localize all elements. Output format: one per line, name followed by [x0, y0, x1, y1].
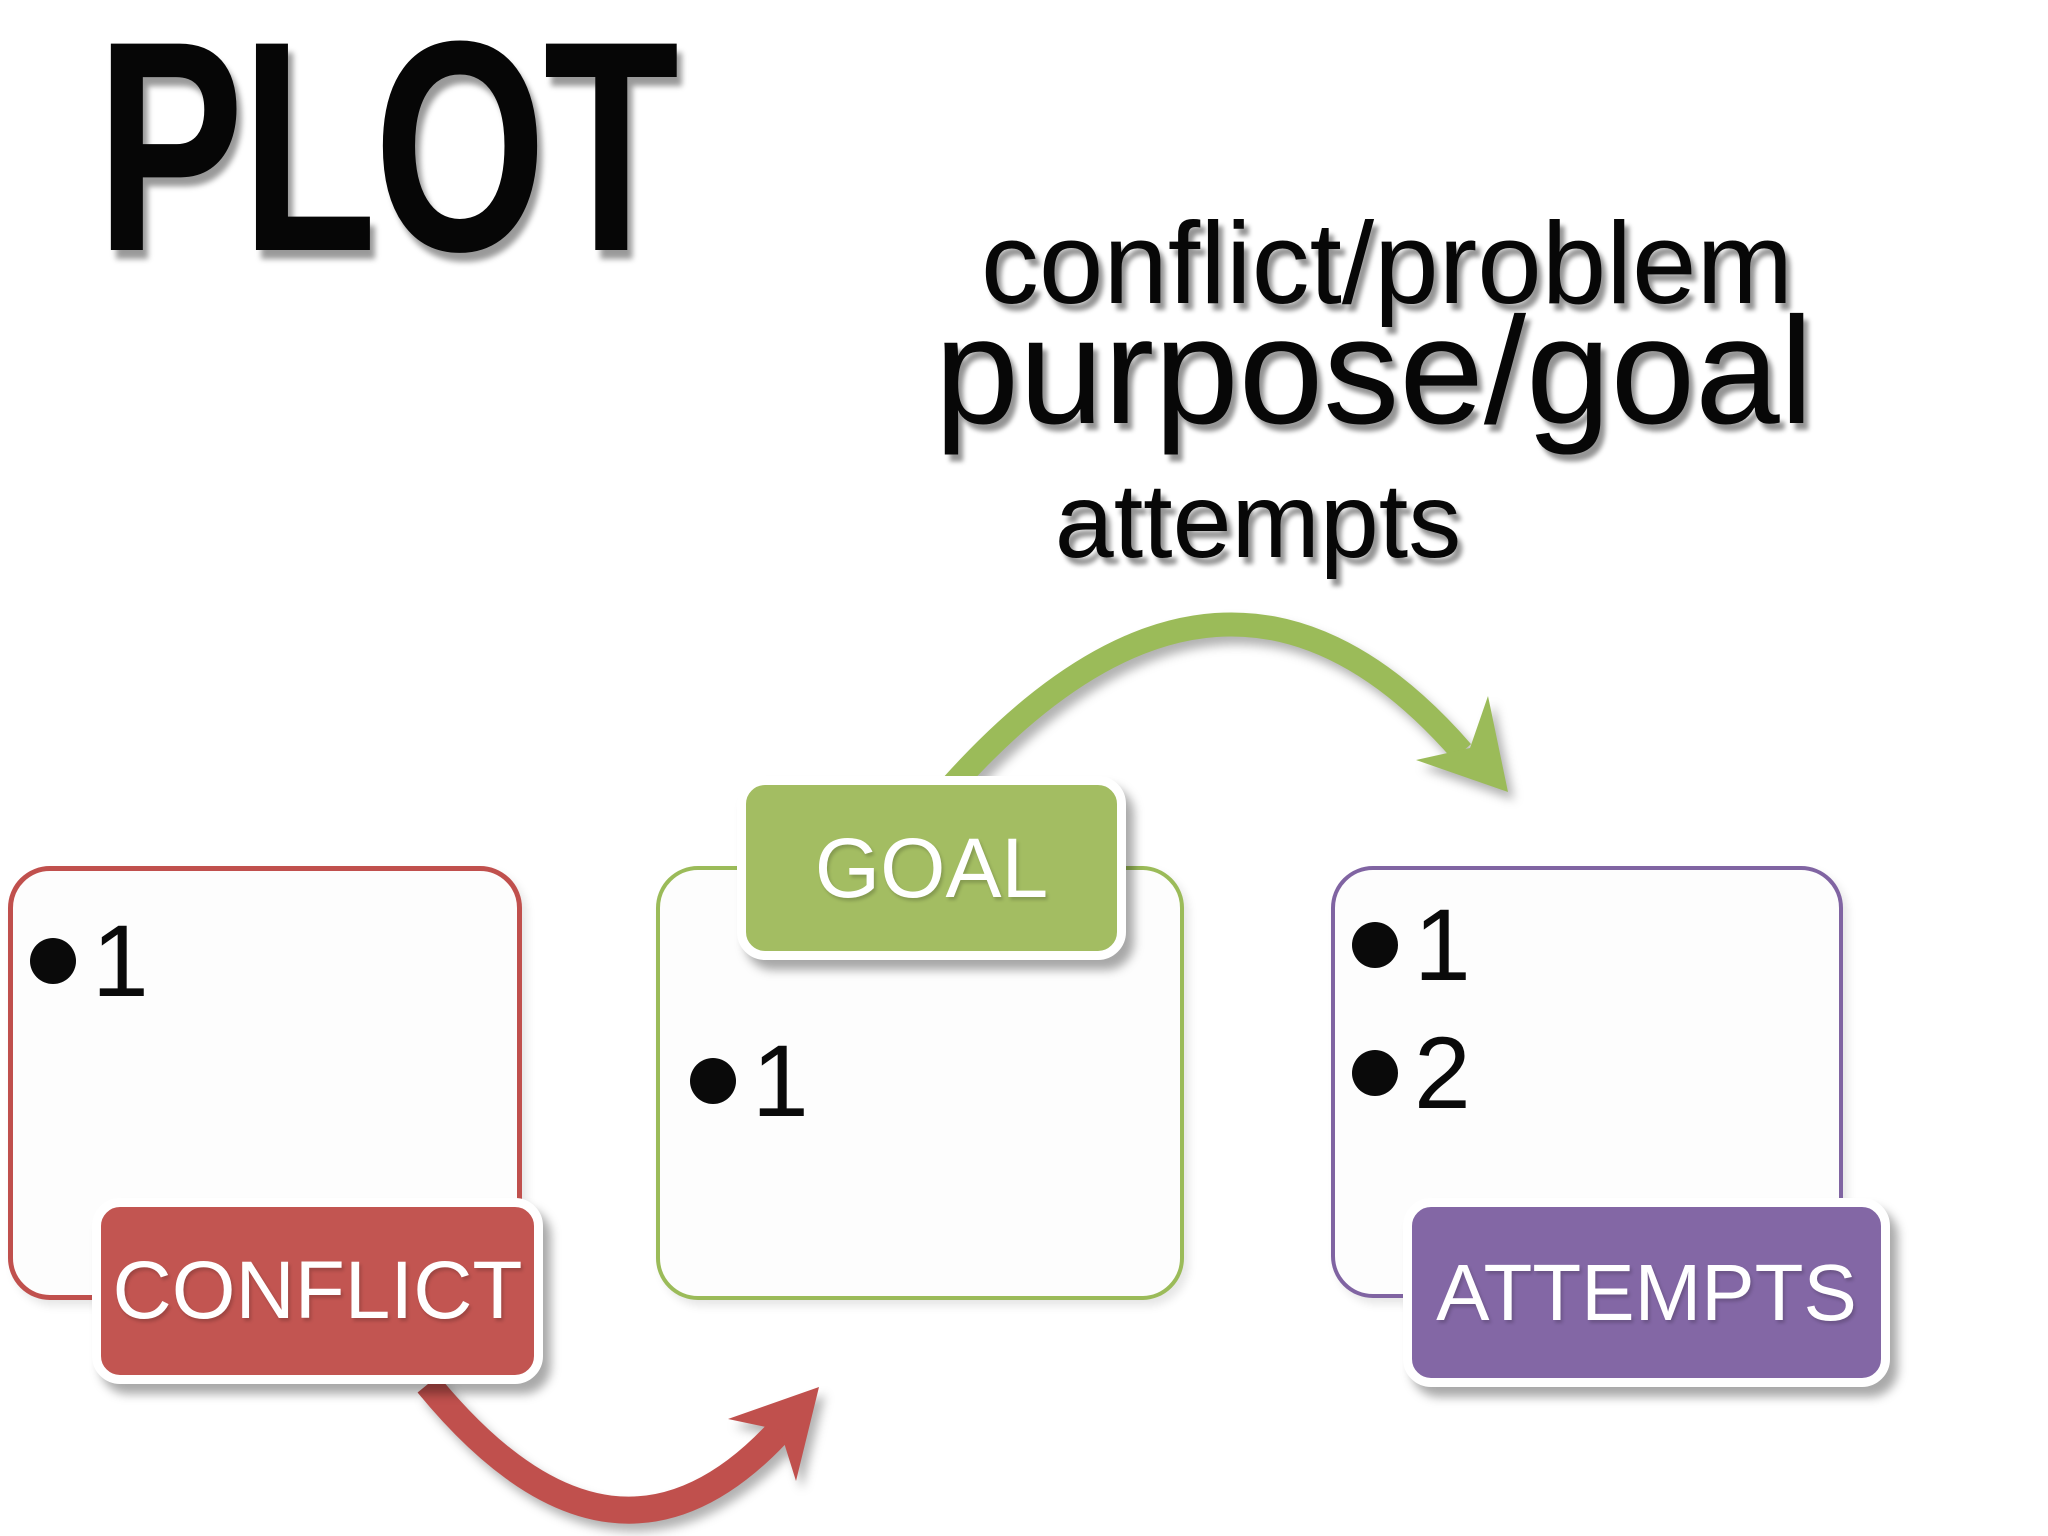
goal-to-attempts-arrow-shaft: [941, 612, 1472, 796]
bullet-text: 1: [1414, 888, 1471, 1002]
list-item: 2: [1352, 1016, 1471, 1130]
goal-to-attempts-arrow: [941, 612, 1508, 796]
annotation-attempts: attempts: [1054, 462, 1462, 580]
bullet-icon: [1352, 922, 1398, 969]
annotation-conflict-problem: conflict/problem: [980, 198, 1794, 328]
attempts-bullet-list: 1 2: [1352, 888, 1471, 1144]
list-item: 1: [690, 1024, 809, 1138]
goal-bullet-list: 1: [690, 1024, 809, 1152]
annotation-purpose-goal: purpose/goal: [934, 286, 1814, 456]
bullet-text: 2: [1414, 1016, 1471, 1131]
bullet-text: 1: [752, 1024, 809, 1138]
list-item: 1: [30, 904, 149, 1018]
bullet-icon: [690, 1058, 736, 1105]
goal-to-attempts-arrowhead-icon: [1416, 696, 1508, 792]
bullet-icon: [1352, 1050, 1398, 1097]
conflict-to-goal-arrowhead-icon: [728, 1387, 819, 1481]
conflict-label: CONFLICT: [92, 1198, 543, 1384]
bullet-text: 1: [92, 904, 149, 1018]
conflict-to-goal-arrow: [417, 1375, 819, 1524]
list-item: 1: [1352, 888, 1471, 1002]
bullet-icon: [30, 938, 76, 985]
conflict-to-goal-arrow-shaft: [417, 1375, 792, 1524]
slide-title: PLOT: [96, 0, 679, 314]
conflict-bullet-list: 1: [30, 904, 149, 1032]
goal-label: GOAL: [737, 776, 1126, 960]
attempts-label: ATTEMPTS: [1403, 1198, 1890, 1387]
